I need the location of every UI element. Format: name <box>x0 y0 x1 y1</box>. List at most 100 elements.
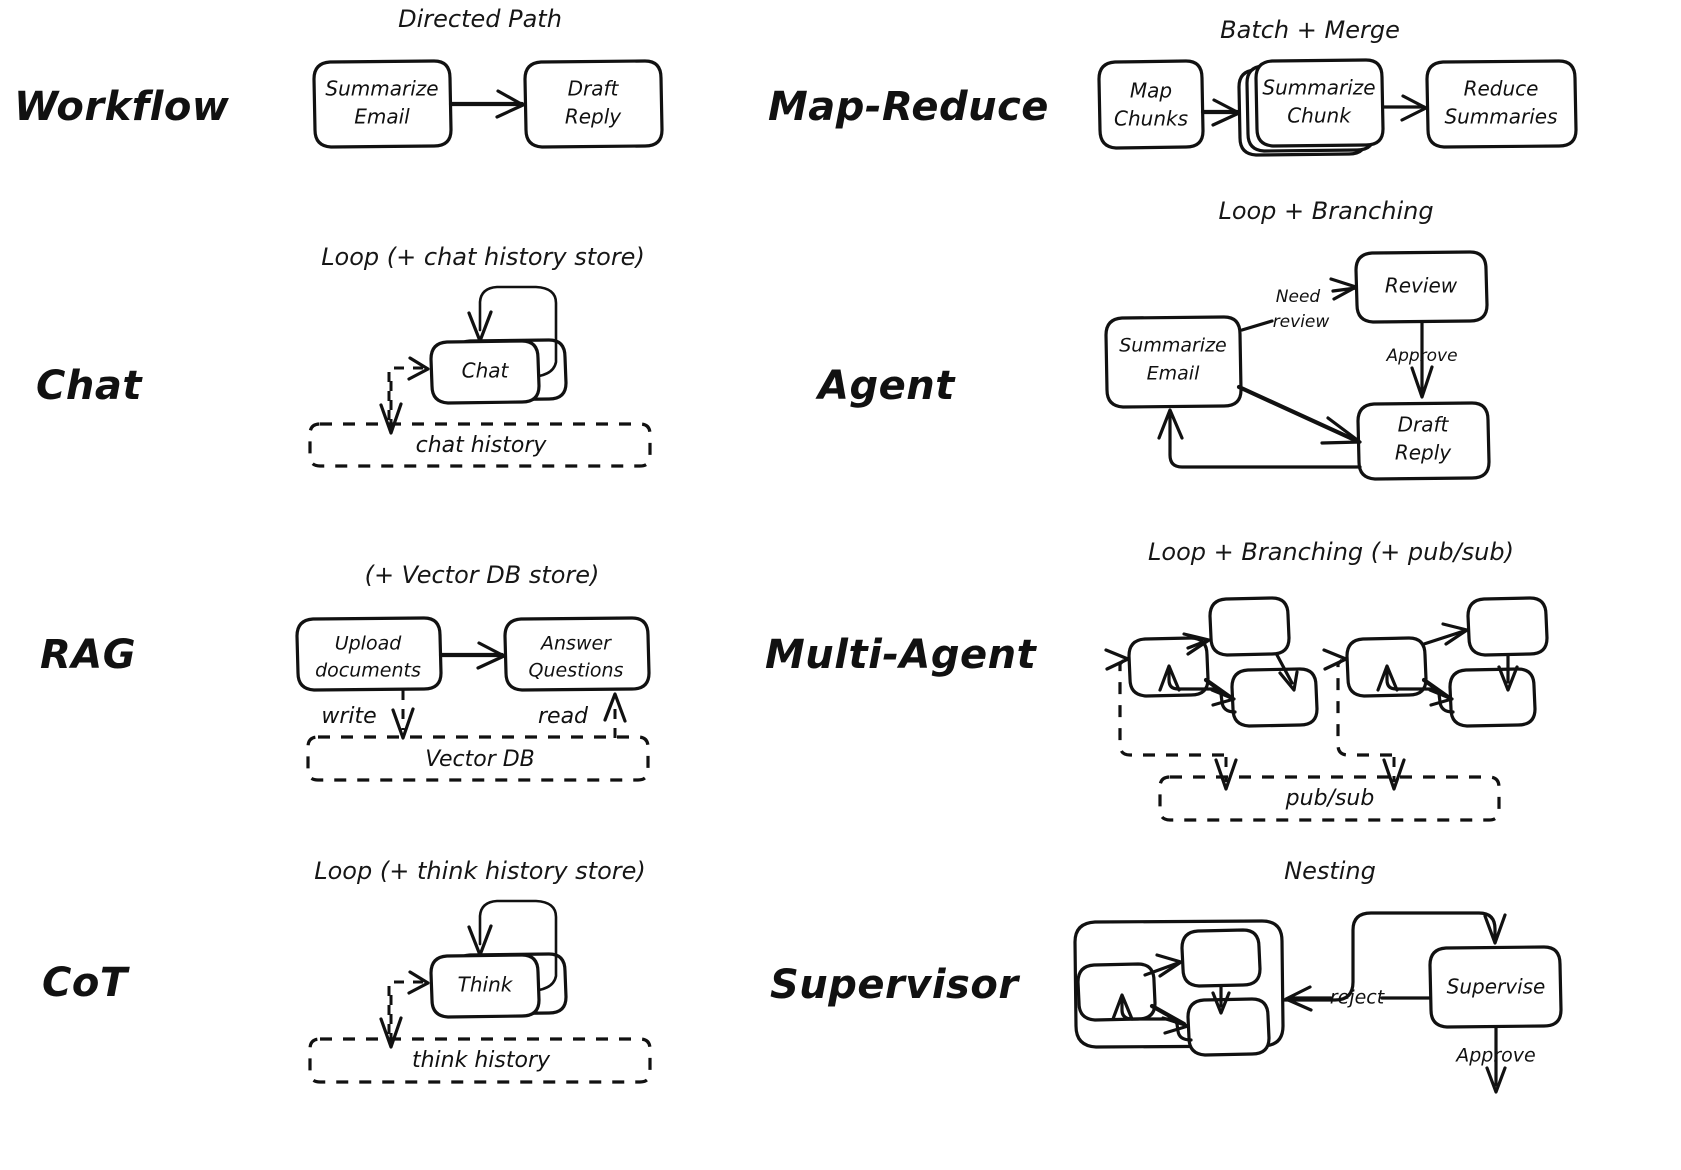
row-label-cot: CoT <box>42 960 128 1006</box>
cluster-b-edge-right-to-left-loop <box>1385 670 1455 714</box>
multi-agent-cluster-b <box>1322 596 1549 791</box>
node-map-chunks-line1: Map <box>1130 79 1172 103</box>
supervisor-edge-right-to-left-loop <box>1120 999 1193 1042</box>
node-agent-summarize-line1: Summarize <box>1119 335 1227 357</box>
node-summarize-chunk-box[interactable] <box>1254 58 1385 148</box>
arrowhead-draft-loop-back <box>1157 408 1184 440</box>
node-agent-summarize-line2: Email <box>1147 363 1200 385</box>
arrowhead-summarize-to-reduce <box>1400 94 1428 122</box>
node-think-box[interactable] <box>429 953 541 1019</box>
node-summarize-email-box[interactable] <box>312 59 453 149</box>
edge-need-review-stub <box>1240 319 1274 332</box>
cluster-b-arrowhead-right-to-left-loop <box>1376 664 1399 692</box>
node-review-box[interactable] <box>1354 250 1489 324</box>
node-summarize-chunk-line1: Summarize <box>1262 76 1375 100</box>
row-label-supervisor: Supervisor <box>770 962 1019 1008</box>
node-upload-line2: documents <box>315 660 421 682</box>
cluster-a-arrowhead-right-to-left-loop <box>1158 664 1181 692</box>
node-agent-summarize-email-box[interactable] <box>1104 315 1243 409</box>
row-label-multi-agent: Multi-Agent <box>765 632 1037 678</box>
arrowhead-supervise-approve <box>1485 1066 1507 1094</box>
arrowhead-map-to-summarize <box>1211 98 1241 127</box>
node-agent-draft-reply-box[interactable] <box>1356 401 1491 481</box>
node-answer-questions-box[interactable] <box>503 616 651 692</box>
multi-agent-cluster-a <box>1104 596 1319 791</box>
node-reduce-summaries-box[interactable] <box>1425 59 1578 149</box>
supervisor-arrowhead-right-to-left-loop <box>1111 993 1134 1021</box>
node-supervise-label: Supervise <box>1447 975 1546 999</box>
caption-vector-db-store: (+ Vector DB store) <box>364 561 600 589</box>
arrowhead-write-to-vectordb <box>391 707 415 740</box>
cluster-b-node-top[interactable] <box>1466 596 1549 657</box>
cluster-a-arrowhead-top-to-right <box>1278 670 1299 692</box>
node-summarize-email-line1: Summarize <box>325 77 438 101</box>
edge-label-supervise-approve: Approve <box>1454 1045 1536 1067</box>
row-label-rag: RAG <box>40 632 137 678</box>
arrowhead-read-from-vectordb <box>603 692 627 723</box>
node-map-chunks-line2: Chunks <box>1114 107 1188 131</box>
cluster-a-node-right[interactable] <box>1230 667 1319 728</box>
caption-agent-loop-branching: Loop + Branching <box>1218 197 1434 225</box>
chat-diagram: Chat chat history <box>308 285 652 468</box>
store-pubsub-box[interactable] <box>1158 775 1501 822</box>
cluster-b-node-right[interactable] <box>1448 667 1537 728</box>
store-think-history-box[interactable] <box>308 1037 652 1084</box>
node-supervise-box[interactable] <box>1428 945 1563 1029</box>
map-reduce-diagram: Map Chunks Summarize Chunk Reduce Summar… <box>1097 58 1578 157</box>
arrowhead-upload-to-answer <box>476 641 506 670</box>
edge-chat-history-read <box>387 366 424 420</box>
store-pubsub-label: pub/sub <box>1285 786 1375 811</box>
node-chat-box[interactable] <box>429 339 541 405</box>
arrowhead-think-history-write <box>379 1016 403 1049</box>
cluster-b-edge-left-to-top <box>1422 629 1466 646</box>
cluster-a-pubsub-path <box>1118 658 1224 757</box>
row-label-chat: Chat <box>36 363 142 409</box>
caption-multi-agent-pubsub: Loop + Branching (+ pub/sub) <box>1148 538 1514 566</box>
node-upload-line1: Upload <box>335 633 403 655</box>
row-label-map-reduce: Map-Reduce <box>768 84 1049 130</box>
caption-nesting: Nesting <box>1284 857 1376 885</box>
node-review-label: Review <box>1385 274 1458 298</box>
edge-label-read: read <box>538 704 589 729</box>
edge-draft-loop-back <box>1168 414 1362 469</box>
cluster-b-arrowhead-left-to-top <box>1441 622 1469 646</box>
cluster-a-arrowhead-left-to-top <box>1182 632 1211 656</box>
cluster-b-pubsub-path <box>1336 658 1392 757</box>
row-label-workflow: Workflow <box>14 84 230 130</box>
arrowhead-review-to-draft <box>1410 365 1434 399</box>
caption-cot-loop: Loop (+ think history store) <box>314 857 646 885</box>
store-think-history-label: think history <box>412 1048 551 1073</box>
cluster-b-arrowhead-subscribe <box>1322 648 1348 671</box>
cluster-a-node-top[interactable] <box>1208 596 1291 657</box>
node-answer-line2: Questions <box>529 660 624 682</box>
node-reduce-summaries-line2: Summaries <box>1444 105 1557 129</box>
node-reduce-summaries-line1: Reduce <box>1464 77 1539 101</box>
agent-diagram: Summarize Email Review Draft Reply Need … <box>1104 250 1491 481</box>
arrowhead-chat-history-read <box>407 356 430 381</box>
edge-think-self-loop <box>478 899 558 993</box>
node-draft-reply-box[interactable] <box>523 59 664 149</box>
edge-think-history-read <box>387 980 424 1034</box>
supervisor-arrowhead-top-to-right <box>1211 991 1231 1015</box>
node-summarize-email-line2: Email <box>354 105 410 129</box>
rag-diagram: Upload documents Answer Questions write … <box>295 616 651 782</box>
store-vector-db-box[interactable] <box>306 735 650 782</box>
arrowhead-need-review <box>1329 277 1358 301</box>
supervisor-arrowhead-left-to-top <box>1155 953 1183 978</box>
caption-directed-path: Directed Path <box>398 5 562 33</box>
edge-summarize-to-draft-agent <box>1236 384 1360 444</box>
edge-label-approve: Approve <box>1385 346 1457 366</box>
node-draft-reply-line2: Reply <box>565 105 622 129</box>
supervisor-inner-node-top[interactable] <box>1180 928 1262 988</box>
supervisor-inner-node-right[interactable] <box>1186 997 1271 1057</box>
store-vector-db-label: Vector DB <box>425 747 535 772</box>
node-map-chunks-box[interactable] <box>1097 59 1205 150</box>
row-label-agent: Agent <box>818 363 955 409</box>
node-upload-documents-box[interactable] <box>295 616 443 692</box>
caption-batch-merge: Batch + Merge <box>1220 16 1400 44</box>
supervisor-edge-left-to-right <box>1149 1003 1187 1027</box>
node-agent-draft-line1: Draft <box>1398 413 1450 437</box>
store-chat-history-box[interactable] <box>308 422 652 468</box>
